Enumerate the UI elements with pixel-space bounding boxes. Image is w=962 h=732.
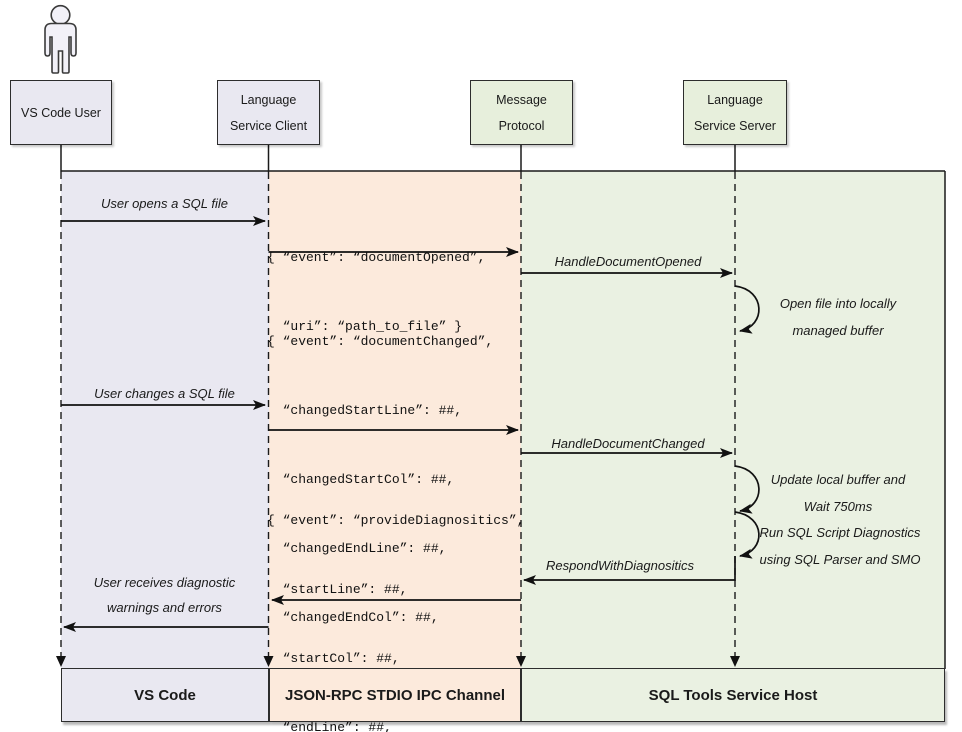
- note-run-diagnostics-line2: using SQL Parser and SMO: [759, 552, 921, 567]
- payload-line: “startCol”: ##,: [267, 651, 400, 666]
- ipc-lane-band: [269, 171, 521, 722]
- footer-ipc-label: JSON-RPC STDIO IPC Channel: [284, 686, 506, 704]
- payload-line: { “event”: “provideDiagnositics”,: [267, 513, 525, 528]
- payload-line: “startLine”: ##,: [267, 582, 408, 597]
- note-open-buffer-line1: Open file into locally: [779, 296, 897, 311]
- label-user-opens-file: User opens a SQL file: [101, 196, 228, 211]
- note-open-buffer-line2: managed buffer: [792, 323, 884, 338]
- label-respond-with-diagnostics: RespondWithDiagnositics: [545, 558, 694, 573]
- payload-line: “changedStartCol”: ##,: [267, 472, 455, 487]
- protocol-label-line2: Protocol: [498, 118, 545, 133]
- receive-label-line2: warnings and errors: [107, 600, 222, 615]
- footer-box-ipc-channel: JSON-RPC STDIO IPC Channel: [269, 668, 521, 722]
- note-update-buffer-line1: Update local buffer and: [770, 472, 906, 487]
- payload-line: “changedEndLine”: ##,: [267, 541, 447, 556]
- receive-label-line1: User receives diagnostic: [93, 575, 236, 590]
- payload-line: { “event”: “documentOpened”,: [267, 250, 486, 265]
- payload-line: { “event”: “documentChanged”,: [267, 334, 494, 349]
- server-label-line1: Language: [707, 92, 763, 107]
- note-update-buffer-line2: Wait 750ms: [803, 499, 873, 514]
- label-user-changes-file: User changes a SQL file: [94, 386, 235, 401]
- actor-body: [44, 22, 77, 74]
- note-run-diagnostics-line1: Run SQL Script Diagnostics: [759, 525, 921, 540]
- user-actor-icon: [44, 4, 77, 74]
- payload-line: “endLine”: ##,: [267, 720, 392, 732]
- label-handle-document-changed: HandleDocumentChanged: [551, 436, 705, 451]
- footer-box-service-host: SQL Tools Service Host: [521, 668, 945, 722]
- note-run-diagnostics: Run SQL Script Diagnostics using SQL Par…: [755, 519, 925, 573]
- payload-document-opened: { “event”: “documentOpened”, “uri”: “pat…: [267, 200, 485, 384]
- vscode-user-label: VS Code User: [21, 105, 101, 120]
- client-label-line2: Service Client: [229, 118, 308, 133]
- payload-provide-diagnostics: { “event”: “provideDiagnositics”, “start…: [267, 463, 524, 732]
- header-box-vscode-user: VS Code User: [10, 80, 112, 145]
- footer-vscode-label: VS Code: [134, 686, 196, 704]
- vscode-lane-band: [61, 171, 269, 722]
- header-box-language-service-server: Language Service Server: [683, 80, 787, 145]
- payload-line: “changedEndCol”: ##,: [267, 610, 439, 625]
- service-host-lane-band: [521, 171, 945, 722]
- server-label-line2: Service Server: [694, 118, 776, 133]
- actor-head: [50, 4, 71, 26]
- note-open-file-buffer: Open file into locally managed buffer: [768, 290, 908, 344]
- label-user-receives-diagnostics: User receives diagnostic warnings and er…: [61, 570, 268, 620]
- payload-line: “uri”: “path_to_file” }: [267, 319, 463, 334]
- footer-host-label: SQL Tools Service Host: [648, 686, 818, 704]
- lifeline-stubs: [60, 145, 736, 172]
- payload-line: “changedStartLine”: ##,: [267, 403, 463, 418]
- client-label-line1: Language: [240, 92, 297, 107]
- header-box-message-protocol: Message Protocol: [470, 80, 573, 145]
- label-handle-document-opened: HandleDocumentOpened: [554, 254, 702, 269]
- header-box-language-service-client: Language Service Client: [217, 80, 320, 145]
- protocol-label-line1: Message: [496, 92, 547, 107]
- footer-box-vscode: VS Code: [61, 668, 269, 722]
- note-update-buffer: Update local buffer and Wait 750ms: [763, 466, 913, 520]
